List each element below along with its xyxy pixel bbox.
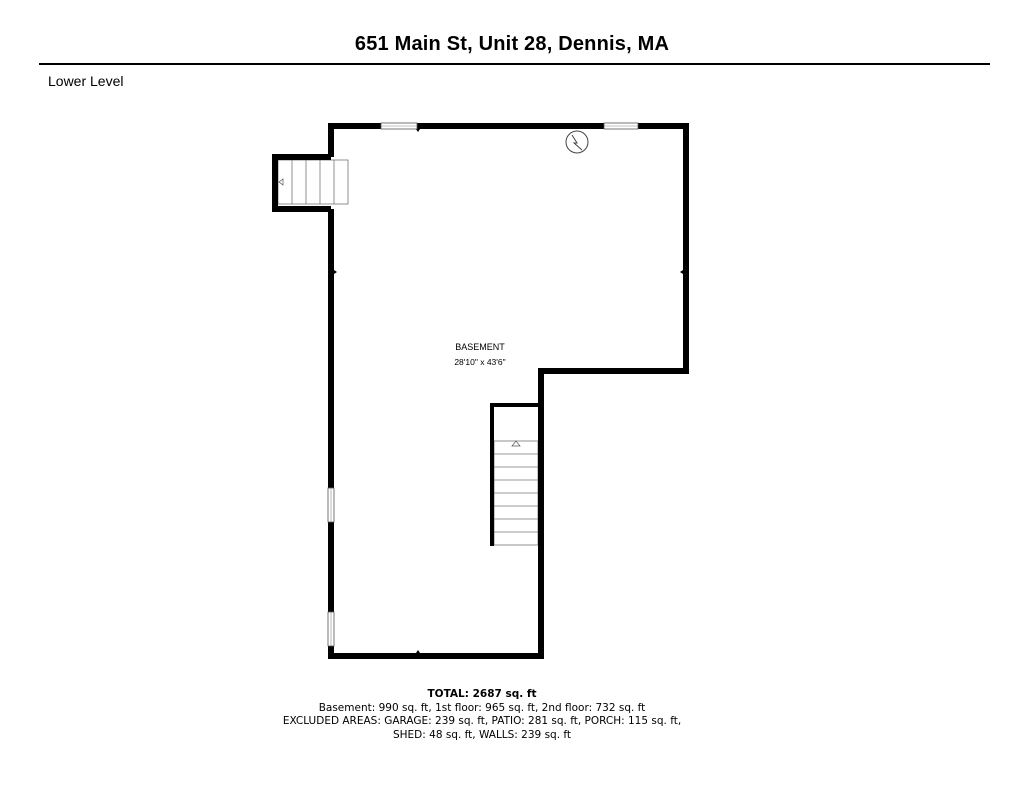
excluded-areas: EXCLUDED AREAS: GARAGE: 239 sq. ft, PATI…: [282, 715, 682, 727]
floor-areas: Basement: 990 sq. ft, 1st floor: 965 sq.…: [318, 701, 646, 714]
stairs-direction-icon: [278, 178, 284, 186]
page-title: 651 Main St, Unit 28, Dennis, MA: [354, 33, 670, 55]
excluded-areas-continued: SHED: 48 sq. ft, WALLS: 239 sq. ft: [392, 728, 572, 741]
wall-marker-right: [680, 270, 683, 274]
level-label: Lower Level: [48, 73, 124, 89]
title-divider: [39, 63, 990, 65]
window-top-left: [380, 122, 418, 130]
stairs-left: [277, 159, 349, 205]
water-heater-icon: [565, 130, 589, 154]
exterior-walls: [328, 123, 689, 659]
window-top-right: [603, 122, 639, 130]
wall-marker-left: [334, 270, 337, 274]
window-left-upper: [327, 487, 335, 523]
area-summary: TOTAL: 2687 sq. ft Basement: 990 sq. ft,…: [262, 688, 702, 742]
wall-marker-bottom: [416, 650, 420, 653]
total-area: TOTAL: 2687 sq. ft: [427, 688, 537, 700]
room-label: BASEMENT: [455, 342, 505, 352]
window-left-lower: [327, 611, 335, 647]
wall-marker-top: [416, 129, 420, 132]
stairs-interior: [493, 440, 539, 546]
stairs-up-arrow-icon: [511, 440, 521, 447]
room-dimensions: 28'10" x 43'6": [454, 357, 506, 367]
